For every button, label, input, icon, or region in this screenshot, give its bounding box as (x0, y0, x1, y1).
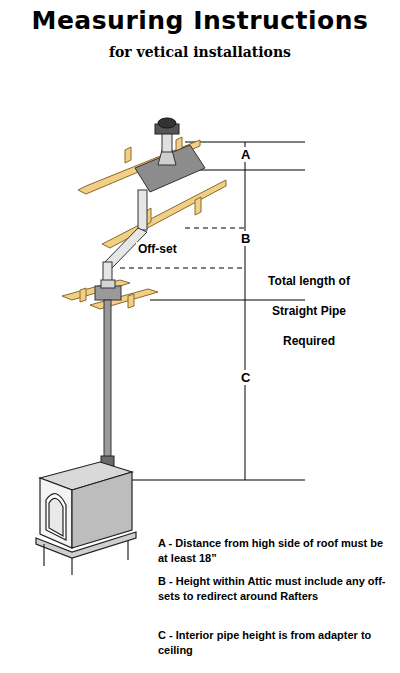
wood-stove (36, 462, 136, 575)
dimension-letter: A (238, 147, 253, 162)
pipe-length-note: Total length of Straight Pipe Required (256, 266, 362, 356)
offset-pipe (103, 190, 147, 288)
offset-label: Off-set (136, 242, 179, 256)
note-text: A - Distance from high side of roof must… (158, 536, 394, 566)
dimension-letter: B (238, 231, 253, 246)
ceiling-adapter (101, 280, 115, 288)
title: Measuring Instructions (0, 6, 400, 35)
note-text: C - Interior pipe height is from adapter… (158, 628, 394, 658)
roof-rafters (78, 137, 226, 248)
note-text: B - Height within Attic must include any… (158, 574, 394, 604)
stove-pipe (104, 300, 111, 460)
chimney-pipe-top (162, 132, 172, 152)
dimension-letter: C (238, 370, 253, 385)
chimney-cap-top (158, 118, 176, 128)
subtitle: for vetical installations (0, 44, 400, 60)
